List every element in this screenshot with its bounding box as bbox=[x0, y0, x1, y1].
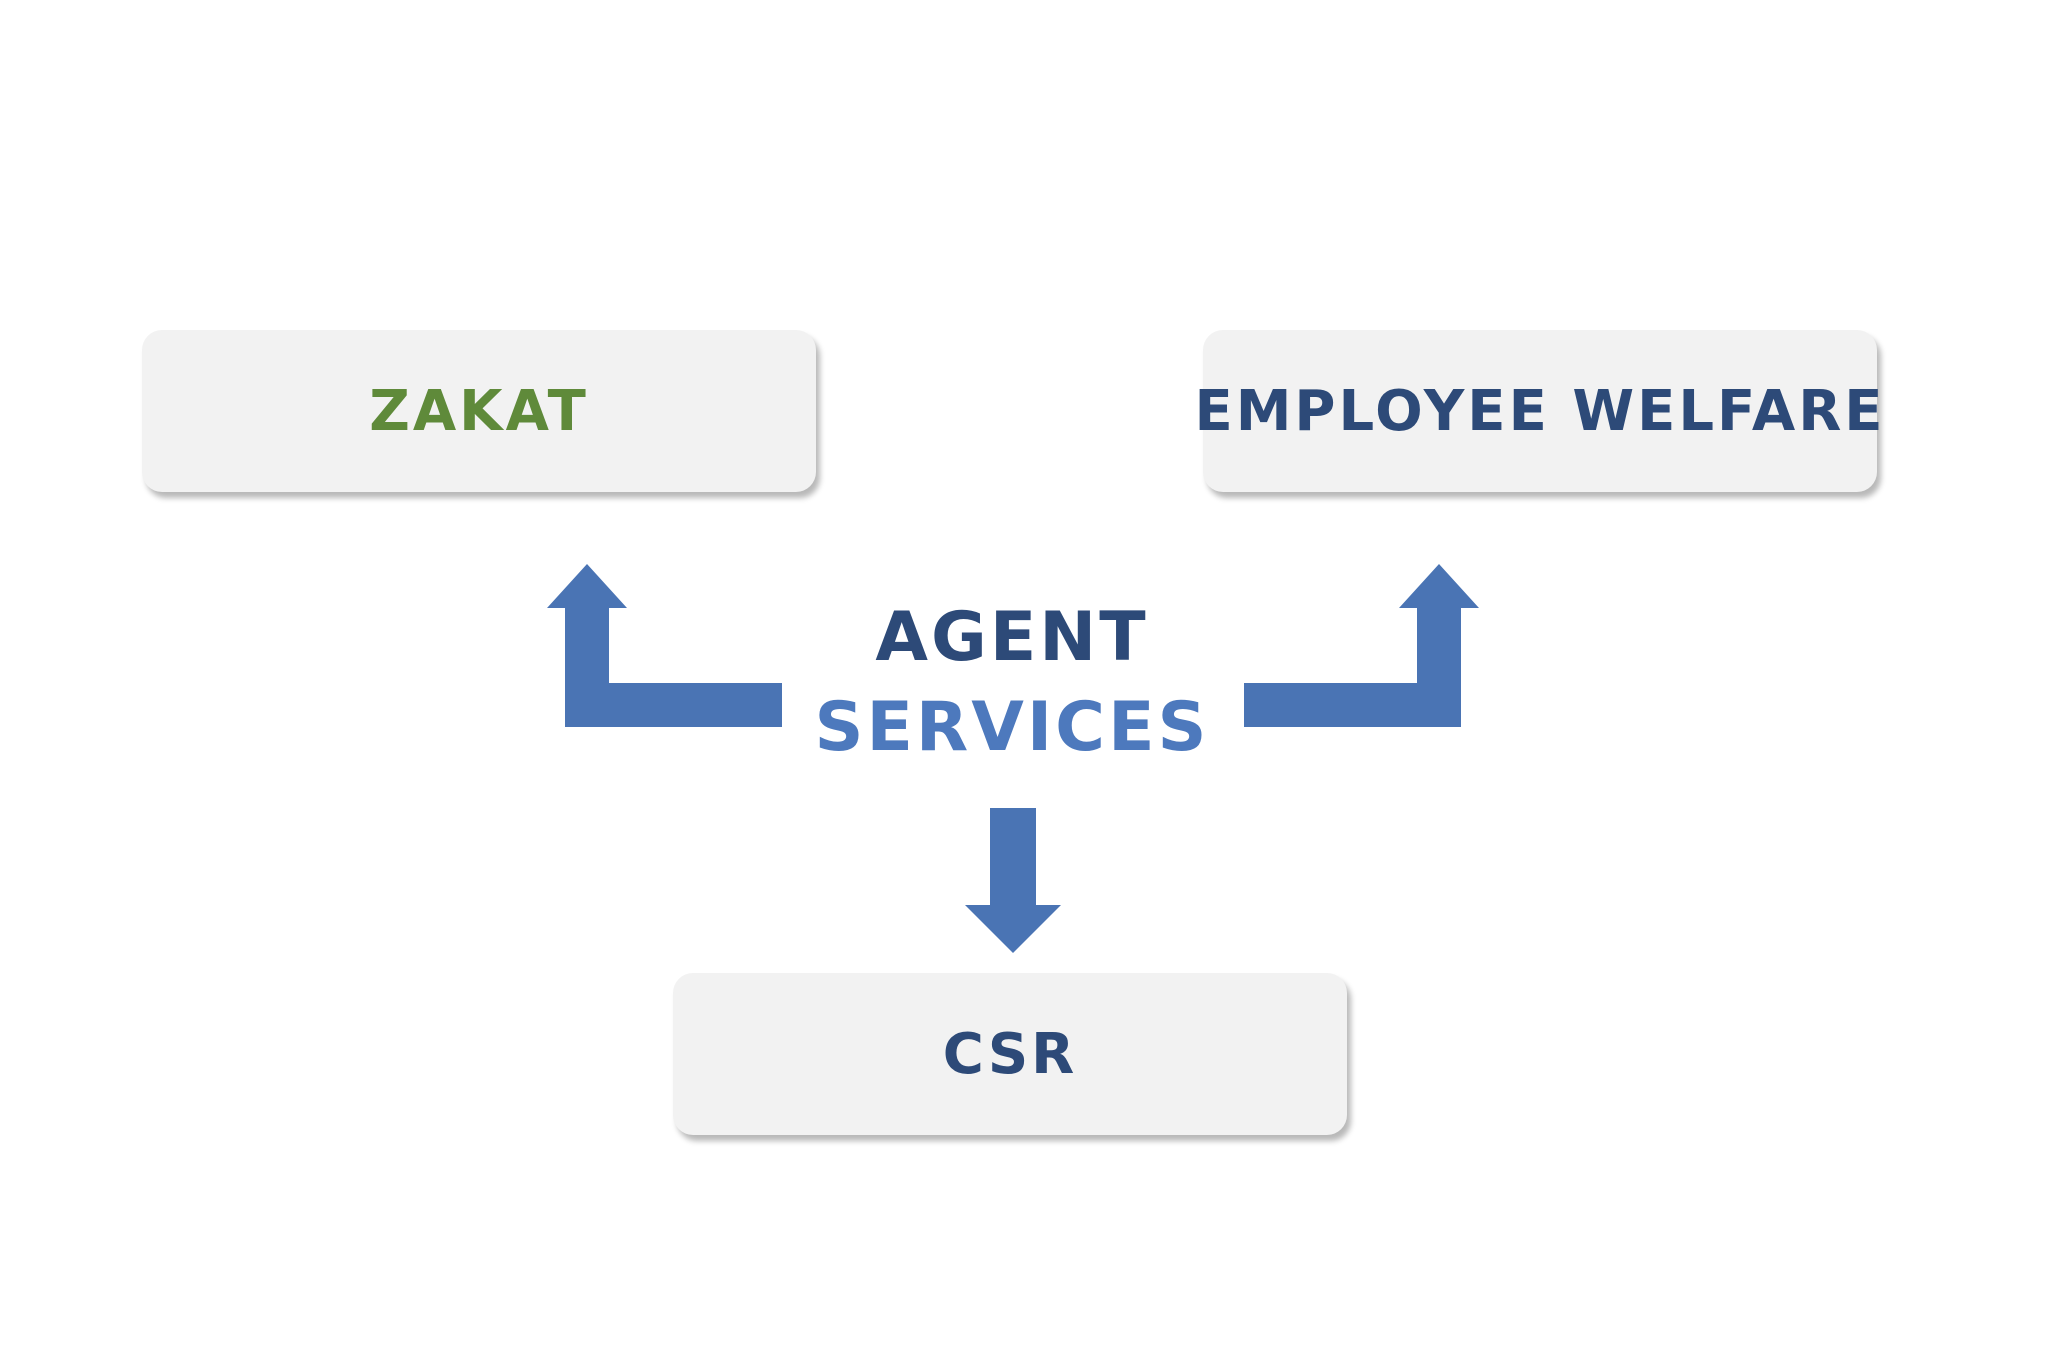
employee-welfare-box: EMPLOYEE WELFARE bbox=[1194, 330, 1883, 492]
center-title-services: SERVICES bbox=[814, 688, 1210, 767]
zakat-label: ZAKAT bbox=[369, 378, 589, 444]
employee-welfare-label: EMPLOYEE WELFARE bbox=[1194, 378, 1886, 444]
csr-box: CSR bbox=[673, 973, 1347, 1135]
arrow-down-icon bbox=[965, 808, 1061, 953]
center-title-agent: AGENT bbox=[875, 598, 1149, 677]
arrow-up-left-icon bbox=[547, 564, 782, 727]
zakat-box: ZAKAT bbox=[142, 330, 816, 492]
arrow-up-right-icon bbox=[1244, 564, 1479, 727]
csr-label: CSR bbox=[942, 1021, 1078, 1087]
